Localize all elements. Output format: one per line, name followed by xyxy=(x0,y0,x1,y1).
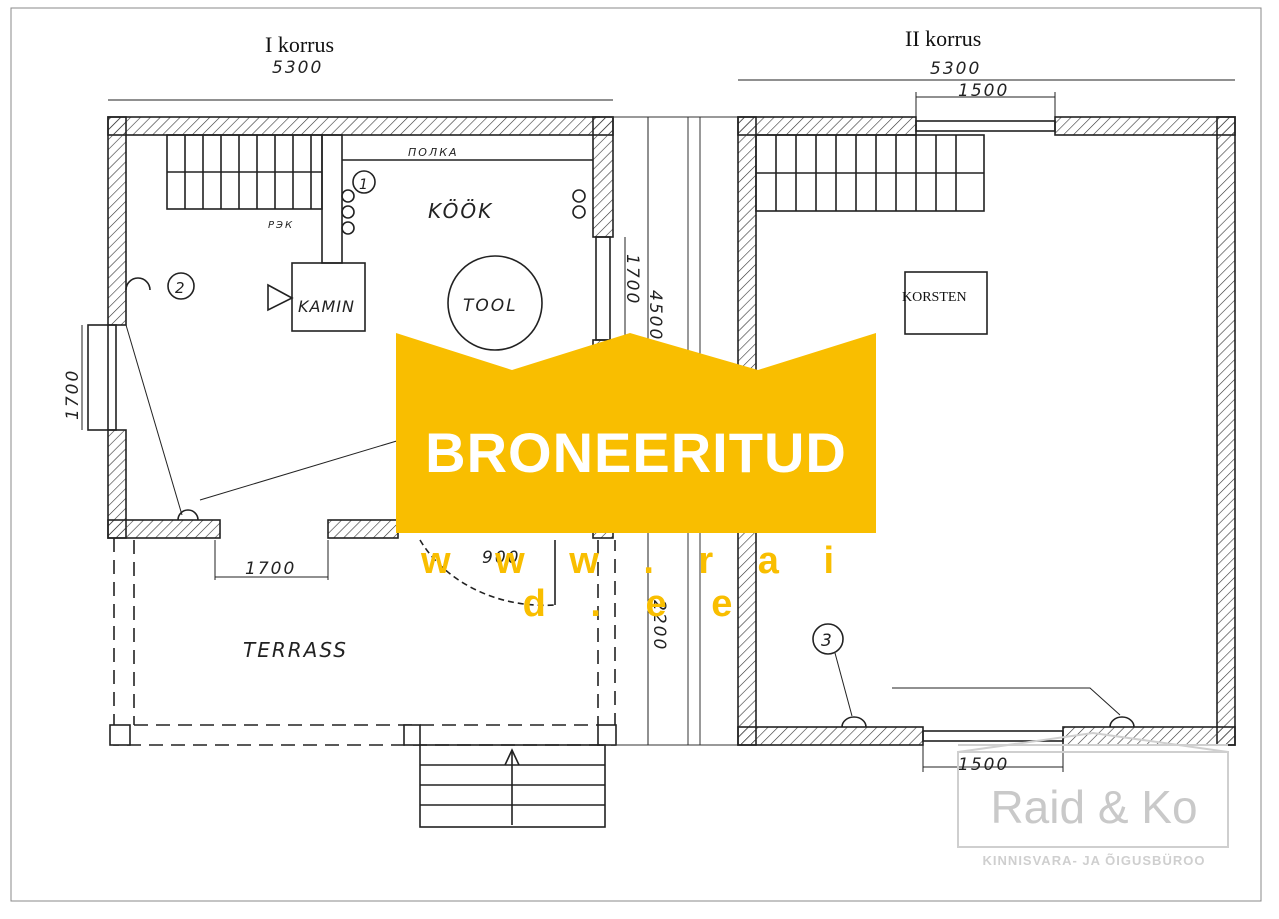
floor-1-wall-bottom-mid xyxy=(327,519,399,539)
room-label-kamin: KAMIN xyxy=(298,297,355,316)
chimney xyxy=(904,271,988,335)
page-border xyxy=(10,7,1262,902)
marker-3-label: 3 xyxy=(821,631,832,651)
fireplace-arrow xyxy=(267,283,294,312)
floor-1-dim-door: 900 xyxy=(482,548,520,568)
floor-1-title: I korrus xyxy=(265,32,334,57)
floor-2-title: II korrus xyxy=(905,26,981,51)
logo-tagline: KINNISVARA- JA ÕIGUSBÜROO xyxy=(982,853,1206,868)
floor-1-dim-terrace: 2200 xyxy=(649,600,669,651)
entry-stairs xyxy=(419,744,606,828)
marker-1-label: 1 xyxy=(359,177,368,193)
table xyxy=(447,255,543,351)
floor-1-dim-top: 5300 xyxy=(272,58,323,78)
marker-2-label: 2 xyxy=(175,279,185,297)
floor-1-wall-left-upper xyxy=(107,116,127,326)
floor-2-wall-right xyxy=(1216,116,1236,746)
floor-2-window-top xyxy=(915,120,1056,132)
floor-2-wall-bottom-right xyxy=(1062,726,1236,746)
floor-1-dim-left-window: 1700 xyxy=(63,369,83,420)
floor-1-wall-top xyxy=(107,116,614,136)
room-label-polka: ПОЛКА xyxy=(408,146,459,159)
floor-2-wall-top-right xyxy=(1054,116,1236,136)
room-label-terrass: TERRASS xyxy=(243,638,348,662)
floor-2-wall-bottom-left xyxy=(737,726,924,746)
room-label-korsten: KORSTEN xyxy=(902,290,967,305)
floor-1-dim-bottom-window: 1700 xyxy=(245,559,296,579)
reserved-banner-url[interactable]: w w w . r a i d . e e xyxy=(420,540,852,625)
marker-3-circle xyxy=(812,623,844,655)
fireplace xyxy=(291,262,366,332)
floor-2-dim-window-bottom: 1500 xyxy=(958,755,1009,775)
logo-frame xyxy=(957,751,1229,848)
floor-1-window-left xyxy=(87,324,117,431)
floor-2-wall-top-left xyxy=(737,116,917,136)
floor-2-dim-window-top: 1500 xyxy=(958,81,1009,101)
floor-1-wall-bottom-left xyxy=(107,519,221,539)
reserved-banner xyxy=(396,333,876,533)
logo-company-name: Raid & Ko xyxy=(990,781,1198,833)
floor-1-partition xyxy=(321,134,343,264)
floor-1-dim-depth: 4500 xyxy=(645,290,665,341)
room-label-tool: TOOL xyxy=(463,296,518,316)
marker-1-circle xyxy=(352,170,376,194)
floor-2-window-bottom xyxy=(922,730,1064,742)
floor-1-dim-right-window: 1700 xyxy=(622,254,642,305)
reserved-banner-title: BRONEERITUD xyxy=(425,421,847,484)
room-label-rek: РЭК xyxy=(268,220,294,231)
marker-2-circle xyxy=(167,272,195,300)
floor-1-window-right xyxy=(595,236,611,341)
company-logo xyxy=(957,731,1229,848)
room-label-kook: KÖÖK xyxy=(428,199,493,223)
floor-1-wall-right-upper xyxy=(592,116,614,238)
floor-2-dim-top: 5300 xyxy=(930,59,981,79)
